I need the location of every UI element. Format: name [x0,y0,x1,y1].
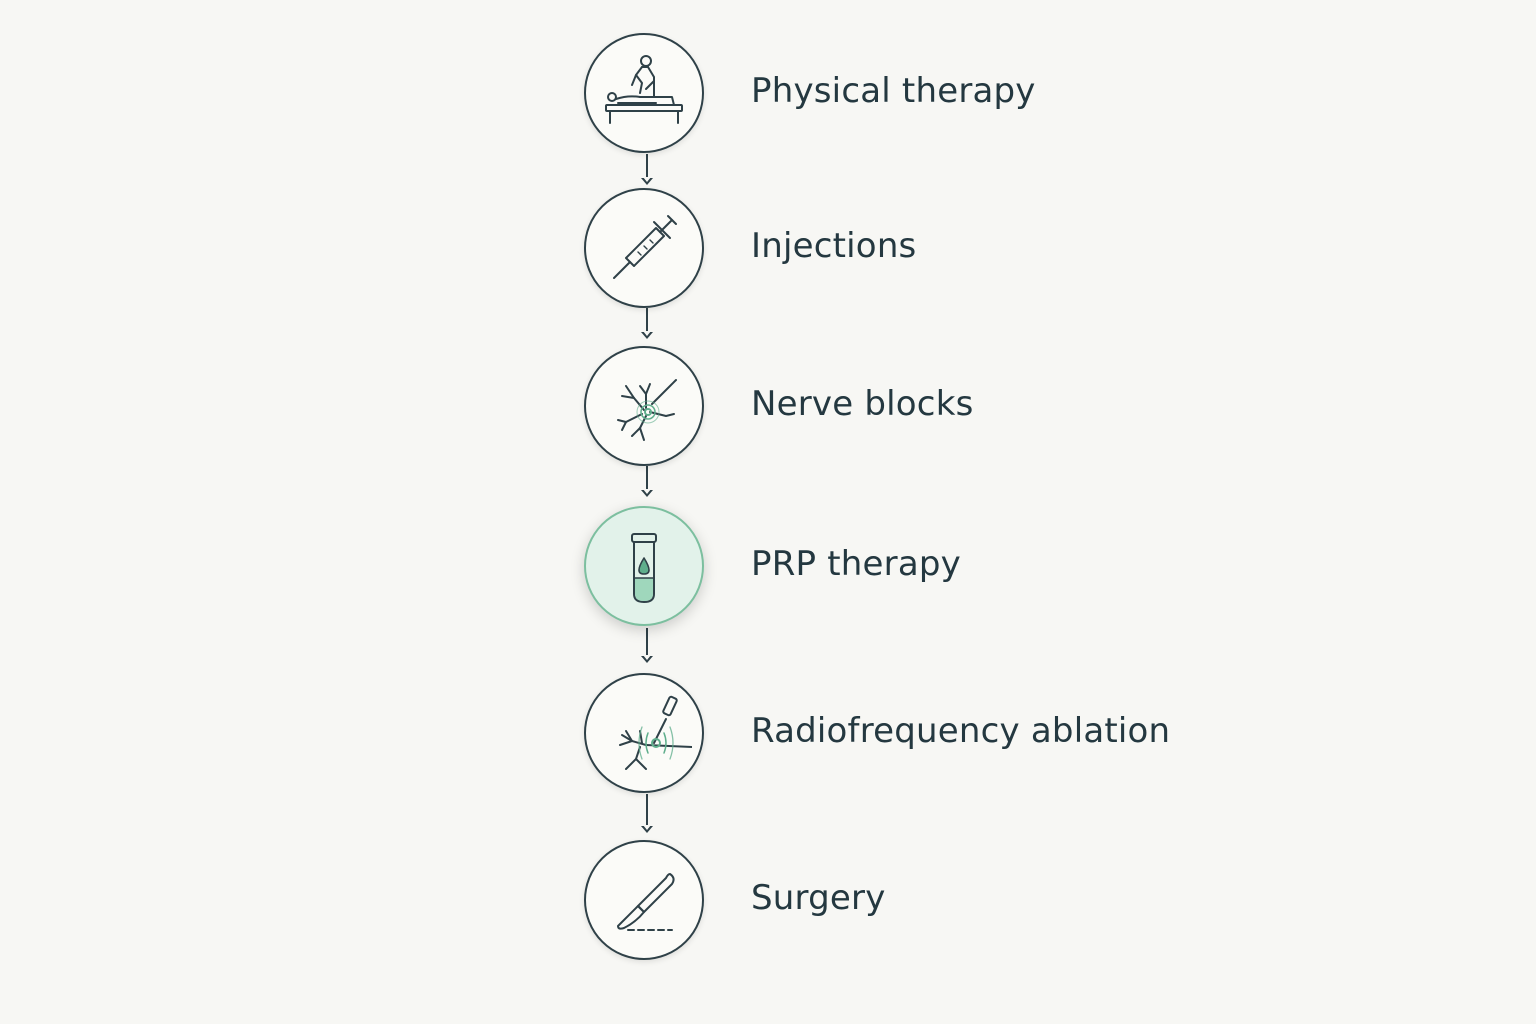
step-node [584,840,704,960]
arrowhead-3-4 [641,489,653,497]
massage-table-icon [605,55,683,124]
step-node [584,346,704,466]
step-node [584,673,704,793]
step-label: Surgery [751,878,886,918]
step-node-highlighted [584,506,704,626]
syringe-icon [613,215,677,279]
connector-1-2 [646,154,648,180]
arrowhead-4-5 [641,655,653,663]
nerve-block-icon [617,379,677,441]
step-radiofrequency-ablation: Radiofrequency ablation [584,673,1224,797]
step-label: Injections [751,226,917,266]
step-label: Nerve blocks [751,384,974,424]
test-tube-icon [631,533,657,603]
connector-4-5 [646,628,648,658]
step-label: Physical therapy [751,71,1036,111]
connector-3-4 [646,466,648,492]
arrowhead-2-3 [641,331,653,339]
rf-probe-nerve-icon [619,695,692,770]
arrowhead-5-6 [641,825,653,833]
step-prp-therapy: PRP therapy [584,506,1224,630]
step-label: PRP therapy [751,544,961,584]
scalpel-icon [617,873,675,931]
step-label: Radiofrequency ablation [751,711,1171,751]
step-nerve-blocks: Nerve blocks [584,346,1224,470]
step-injections: Injections [584,188,1224,312]
connector-2-3 [646,308,648,334]
arrowhead-1-2 [641,177,653,185]
connector-5-6 [646,794,648,828]
step-surgery: Surgery [584,840,1224,964]
step-physical-therapy: Physical therapy [584,33,1224,157]
step-node [584,188,704,308]
step-node [584,33,704,153]
